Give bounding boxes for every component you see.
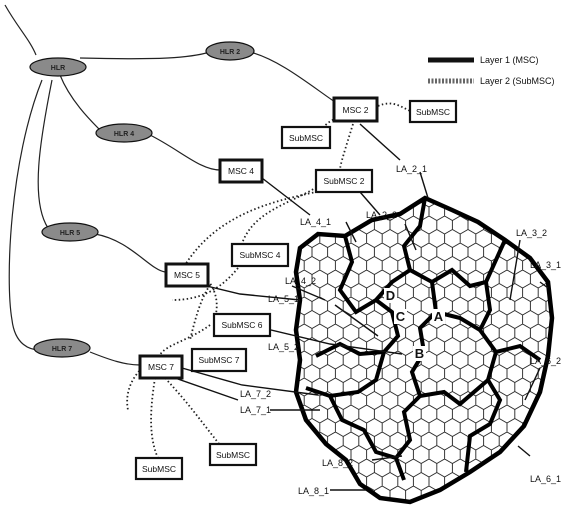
submsc-6-label: SubMSC 6 xyxy=(221,320,262,330)
legend-layer2-label: Layer 2 (SubMSC) xyxy=(480,76,555,86)
hlr-node-2-label: HLR 2 xyxy=(220,49,240,56)
submsc-6-box xyxy=(212,312,272,338)
msc-nodes: MSC 2 MSC 4 MSC 5 MSC 7 xyxy=(138,96,379,380)
la-labels: LA_2_1 LA_2_2 LA_4_1 LA_4_2 LA_5_1 LA_5_… xyxy=(240,164,561,496)
legend: Layer 1 (MSC) Layer 2 (SubMSC) xyxy=(428,55,555,86)
legend-layer1-label: Layer 1 (MSC) xyxy=(480,55,539,65)
cell-d-label: D xyxy=(386,288,395,303)
submsc-bottom-1-box xyxy=(134,456,184,481)
submsc-2-label: SubMSC 2 xyxy=(323,176,364,186)
la-8-2-label: LA_8_2 xyxy=(322,458,353,468)
la-4-2-label: LA_4_2 xyxy=(285,276,316,286)
la-2-1-label: LA_2_1 xyxy=(396,164,427,174)
msc-4-label: MSC 4 xyxy=(228,166,254,176)
submsc-top-box xyxy=(408,99,458,124)
hlr-node-5-label: HLR 7 xyxy=(52,346,72,353)
submsc-bottom-2-box xyxy=(208,442,258,467)
hlr-links xyxy=(4,4,336,366)
la-4-1-label: LA_4_1 xyxy=(300,217,331,227)
la-5-2-label: LA_5_2 xyxy=(268,342,299,352)
submsc-mid-label: SubMSC xyxy=(289,133,323,143)
msc-4-box xyxy=(218,158,264,184)
submsc-7-box xyxy=(190,347,248,373)
submsc-4-label: SubMSC 4 xyxy=(239,250,280,260)
hlr-node-1 xyxy=(29,57,87,77)
submsc-bottom-2-label: SubMSC xyxy=(216,450,250,460)
msc-2-box xyxy=(332,96,379,123)
la-2-2-label: LA_2_2 xyxy=(366,210,397,220)
hlr-nodes: HLR HLR 2 HLR 4 HLR 5 HLR 7 xyxy=(29,41,255,358)
submsc-links xyxy=(126,102,411,463)
submsc-bottom-1-label: SubMSC xyxy=(142,464,176,474)
cell-labels: D C A B xyxy=(384,288,445,361)
hlr-node-3 xyxy=(95,123,153,143)
hlr-node-5 xyxy=(33,338,91,358)
la-7-1-label: LA_7_1 xyxy=(240,405,271,415)
la-3-1-label: LA_3_1 xyxy=(530,260,561,270)
la-7-2-label: LA_7_2 xyxy=(240,389,271,399)
la-3-2-label: LA_3_2 xyxy=(516,228,547,238)
submsc-4-box xyxy=(230,242,290,268)
hlr-node-4-label: HLR 5 xyxy=(60,230,80,237)
cell-c-label: C xyxy=(396,309,406,324)
la-5-1-label: LA_5_1 xyxy=(268,294,299,304)
msc-7-box xyxy=(138,354,184,380)
la-8-1-label: LA_8_1 xyxy=(298,486,329,496)
cell-a-label: A xyxy=(434,309,444,324)
cell-cluster xyxy=(293,195,555,505)
msc-7-label: MSC 7 xyxy=(148,362,174,372)
submsc-top-label: SubMSC xyxy=(416,107,450,117)
la-6-1-label: LA_6_1 xyxy=(530,474,561,484)
hlr-node-3-label: HLR 4 xyxy=(114,131,134,138)
hlr-node-2 xyxy=(205,41,255,61)
msc-5-box xyxy=(164,262,210,288)
la-6-2-label: LA_6_2 xyxy=(530,356,561,366)
submsc-2-box xyxy=(314,168,374,194)
submsc-7-label: SubMSC 7 xyxy=(198,355,239,365)
submsc-nodes: SubMSC SubMSC SubMSC 2 SubMSC 4 SubMSC 6… xyxy=(134,99,458,481)
la-links xyxy=(174,123,549,491)
msc-2-label: MSC 2 xyxy=(343,105,369,115)
submsc-mid-box xyxy=(280,125,332,150)
msc-5-label: MSC 5 xyxy=(174,270,200,280)
hlr-node-4 xyxy=(41,222,99,242)
cell-b-label: B xyxy=(415,346,424,361)
hlr-node-1-label: HLR xyxy=(51,65,65,72)
